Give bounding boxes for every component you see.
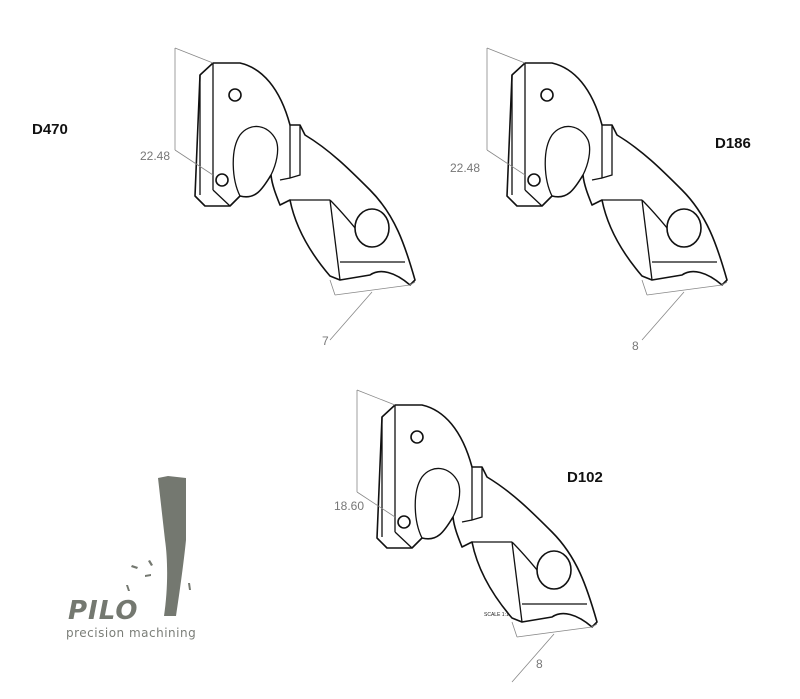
part-label-d470: D470	[32, 121, 68, 138]
part-d186-drawing: 22.48 8	[450, 47, 728, 353]
pilo-logo-mark	[126, 476, 191, 616]
logo-wordmark: PILO	[68, 596, 139, 626]
hanger-outline	[174, 47, 416, 341]
part-d102-drawing: 18.60 8 SCALE 1:1	[334, 389, 598, 683]
part-label-d186: D186	[715, 135, 751, 152]
thickness-dimension: 7	[322, 334, 329, 348]
thickness-dimension: 8	[536, 657, 543, 671]
scale-note: SCALE 1:1	[484, 612, 509, 618]
part-d470-drawing: 22.48 7	[140, 47, 416, 348]
height-dimension: 18.60	[334, 499, 364, 513]
hanger-outline	[356, 389, 598, 683]
hanger-outline	[486, 47, 728, 341]
thickness-dimension: 8	[632, 339, 639, 353]
height-dimension: 22.48	[450, 161, 480, 175]
logo-tagline: precision machining	[66, 626, 197, 640]
height-dimension: 22.48	[140, 149, 170, 163]
part-label-d102: D102	[567, 469, 603, 486]
